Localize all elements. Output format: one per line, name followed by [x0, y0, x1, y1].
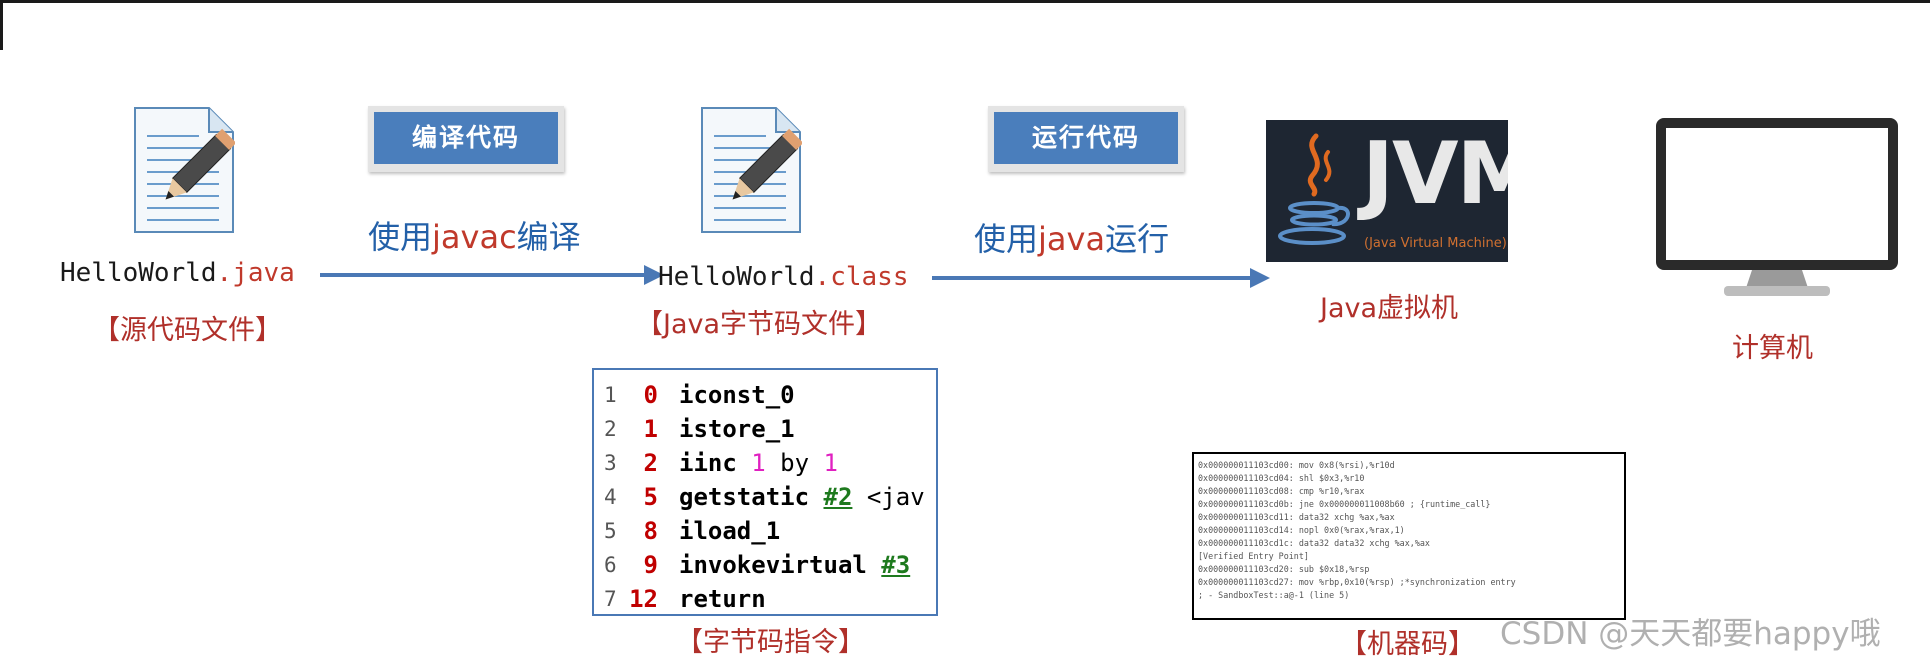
- left-border: [0, 0, 3, 50]
- machine-code-line: 0x000000011103cd04: shl $0x3,%r10: [1198, 473, 1365, 483]
- source-file-label: 【源代码文件】: [93, 315, 282, 346]
- compile-arrow-head: [644, 265, 664, 285]
- machine-code-line: 0x000000011103cd08: cmp %r10,%rax: [1198, 486, 1365, 496]
- run-code-button-frame: 运行代码: [988, 106, 1184, 172]
- machine-code-line: 0x000000011103cd1c: data32 data32 xchg %…: [1198, 538, 1430, 548]
- jvm-logo: JVM (Java Virtual Machine): [1266, 120, 1508, 262]
- run-arrow-line: [932, 276, 1252, 280]
- run-arrow-head: [1250, 268, 1270, 288]
- run-code-button[interactable]: 运行代码: [994, 112, 1178, 164]
- compile-code-button-frame: 编译代码: [368, 106, 564, 172]
- machine-code-line: 0x000000011103cd0b: jne 0x000000011008b6…: [1198, 499, 1491, 509]
- machine-code-line: 0x000000011103cd20: sub $0x18,%rsp: [1198, 564, 1370, 574]
- run-description: 使用java运行: [974, 220, 1170, 258]
- java-cup-icon: [1278, 133, 1350, 245]
- jvm-logo-text: JVM: [1362, 124, 1508, 224]
- bytecode-listing: 1 0 iconst_0 2 1 istore_1 3 2 iinc 1 by …: [592, 368, 938, 616]
- computer-label: 计算机: [1732, 333, 1813, 364]
- jvm-label: Java虚拟机: [1320, 293, 1459, 324]
- compile-code-button[interactable]: 编译代码: [374, 112, 558, 164]
- class-file-name: HelloWorld.class: [658, 262, 909, 292]
- machine-code-line: 0x000000011103cd00: mov 0x8(%rsi),%r10d: [1198, 460, 1395, 470]
- machine-code-line: 0x000000011103cd11: data32 xchg %ax,%ax: [1198, 512, 1395, 522]
- monitor-icon: [1656, 118, 1898, 296]
- jvm-logo-subtitle: (Java Virtual Machine): [1364, 236, 1507, 251]
- source-file-name: HelloWorld.java: [60, 258, 295, 288]
- compile-arrow-line: [320, 273, 646, 277]
- compile-description: 使用javac编译: [368, 218, 581, 256]
- machine-code-line: [Verified Entry Point]: [1198, 551, 1309, 561]
- machine-code-listing: 0x000000011103cd00: mov 0x8(%rsi),%r10d …: [1192, 452, 1626, 620]
- machine-code-line: 0x000000011103cd14: nopl 0x0(%rax,%rax,1…: [1198, 525, 1405, 535]
- top-border: [0, 0, 1930, 3]
- machine-code-line: ; - SandboxTest::a@-1 (line 5): [1198, 590, 1350, 600]
- document-edit-icon: [701, 107, 802, 233]
- bytecode-label: 【字节码指令】: [676, 627, 865, 658]
- class-file-label: 【Java字节码文件】: [636, 309, 883, 340]
- document-edit-icon: [134, 107, 235, 233]
- machine-code-label: 【机器码】: [1340, 629, 1475, 660]
- csdn-watermark: CSDN @天天都要happy哦: [1500, 616, 1881, 652]
- machine-code-line: 0x000000011103cd27: mov %rbp,0x10(%rsp) …: [1198, 577, 1516, 587]
